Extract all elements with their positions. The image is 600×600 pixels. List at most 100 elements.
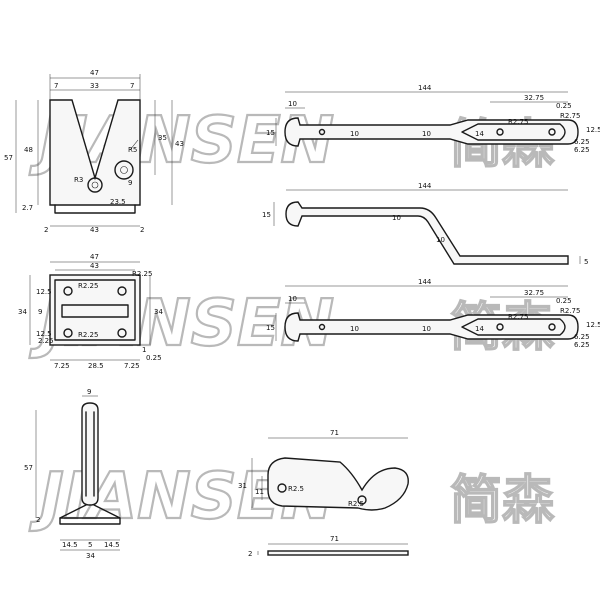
dim-hook-height: 31 bbox=[238, 482, 247, 490]
dim-left-height: 48 bbox=[24, 146, 33, 154]
hook-view: 71 31 11 R2.5 R2.5 bbox=[238, 429, 409, 511]
dim-width-total: 47 bbox=[90, 69, 99, 77]
dim-bar3-tip-w3: 6.25 bbox=[574, 341, 590, 349]
dim-bar1-tip-end: 12.5 bbox=[586, 126, 600, 134]
hinge-slot bbox=[61, 304, 129, 318]
bar-hole bbox=[548, 128, 556, 136]
dim-bar2-bend-dia: 10 bbox=[436, 236, 445, 244]
dim-side-base-thk: 2 bbox=[36, 516, 40, 524]
plate-inner bbox=[54, 279, 136, 341]
dim-side-height: 57 bbox=[24, 464, 33, 472]
bracket-outline bbox=[49, 99, 141, 206]
dim-edge-thk: 2 bbox=[248, 550, 252, 558]
dim-plan-small-step: 2.25 bbox=[38, 337, 54, 345]
bar-body bbox=[284, 117, 579, 147]
dim-side-mid: 5 bbox=[88, 541, 92, 549]
dim-plan-hole-r: R2.25 bbox=[78, 282, 98, 290]
dim-left-margin: 7 bbox=[54, 82, 58, 90]
bar-hole bbox=[548, 323, 556, 331]
dim-bar3-tip-len: 32.75 bbox=[524, 289, 544, 297]
dim-bar3-shaft-dia: 10 bbox=[350, 325, 359, 333]
dim-offset: 23.5 bbox=[110, 198, 126, 206]
dim-plan-right-edge: 7.25 bbox=[124, 362, 140, 370]
dim-plan-right: 34 bbox=[154, 308, 163, 316]
hole-tl bbox=[63, 286, 73, 296]
bracket-base bbox=[54, 204, 136, 214]
bar-hole bbox=[318, 323, 326, 331]
dim-plan-corner-r: R2.25 bbox=[132, 270, 152, 278]
dim-bar3-slot-r: R2.75 bbox=[508, 313, 528, 321]
dim-bar1-tip-r: R2.75 bbox=[560, 112, 580, 120]
dim-bar3-tip-end: 12.5 bbox=[586, 321, 600, 329]
hole-bl bbox=[63, 328, 73, 338]
dim-bar2-length: 144 bbox=[418, 182, 432, 190]
dim-bar1-shaft-dia2: 10 bbox=[422, 130, 431, 138]
dim-bottom-left: 2 bbox=[44, 226, 48, 234]
dim-hole-r1: R3 bbox=[74, 176, 83, 184]
dim-bar3-tip-w: 14 bbox=[475, 325, 484, 333]
bent-bar-body bbox=[285, 201, 569, 265]
plate-outline bbox=[49, 274, 141, 346]
dim-base-thk: 2.7 bbox=[22, 204, 33, 212]
dim-base-width: 43 bbox=[90, 226, 99, 234]
dim-plan-vert-mid: 9 bbox=[38, 308, 42, 316]
dim-bar1-tip-small: 0.25 bbox=[556, 102, 572, 110]
bar-body bbox=[284, 312, 579, 342]
dim-plan-tiny-a: 1 bbox=[142, 346, 146, 354]
bar-middle-view: 144 15 10 10 5 bbox=[262, 182, 588, 266]
dim-plan-vert-top: 12.5 bbox=[36, 288, 52, 296]
dim-side-right-flange: 14.5 bbox=[104, 541, 120, 549]
dim-inner-width: 33 bbox=[90, 82, 99, 90]
dim-bar2-shaft-dia: 10 bbox=[392, 214, 401, 222]
dim-small-val: 9 bbox=[128, 179, 132, 187]
dim-bar1-tip-w3: 6.25 bbox=[574, 146, 590, 154]
dim-hook-length: 71 bbox=[330, 429, 339, 437]
plan-view: 47 43 R2.25 R2.25 12.5 9 12.5 34 34 R2.2… bbox=[18, 253, 163, 370]
dim-plan-tiny-b: 0.25 bbox=[146, 354, 162, 362]
dim-bar2-head-dia: 15 bbox=[262, 211, 271, 219]
side-feet bbox=[59, 504, 121, 519]
dim-side-left-flange: 14.5 bbox=[62, 541, 78, 549]
front-view: 47 33 7 7 35 43 48 57 R3 R5 9 23.5 2.7 2… bbox=[4, 69, 184, 234]
dim-bar3-tip-w2: 6.25 bbox=[574, 333, 590, 341]
dim-bar2-end-thk: 5 bbox=[584, 258, 588, 266]
side-view: 9 57 2 14.5 5 14.5 34 bbox=[24, 388, 121, 560]
hook-edge-view: 71 2 bbox=[248, 535, 409, 558]
dim-bar3-tip-small: 0.25 bbox=[556, 297, 572, 305]
dim-plan-width: 47 bbox=[90, 253, 99, 261]
dim-right-height: 43 bbox=[175, 140, 184, 148]
dim-hook-hole-r1: R2.5 bbox=[288, 485, 304, 493]
hook-edge-bar bbox=[267, 550, 409, 556]
hole-center bbox=[91, 181, 99, 189]
dim-hook-inner: 11 bbox=[255, 488, 264, 496]
dim-plan-corner-r2: R2.25 bbox=[78, 331, 98, 339]
dim-bar3-length: 144 bbox=[418, 278, 432, 286]
bar-bottom-view: 144 10 15 10 10 32.75 14 R2.75 0.25 R2.7… bbox=[266, 278, 600, 349]
watermark-chinese: 简森 bbox=[450, 471, 555, 531]
dim-right-margin: 7 bbox=[130, 82, 134, 90]
dim-bottom-right: 2 bbox=[140, 226, 144, 234]
hook-hole bbox=[357, 495, 367, 505]
bar-hole bbox=[496, 128, 504, 136]
dim-bar1-length: 144 bbox=[418, 84, 432, 92]
bar-hole bbox=[496, 323, 504, 331]
dim-bar1-tip-w: 14 bbox=[475, 130, 484, 138]
dim-bar3-head-dia: 15 bbox=[266, 324, 275, 332]
hole-side bbox=[114, 160, 134, 180]
dim-bar3-shaft-dia2: 10 bbox=[422, 325, 431, 333]
dim-plan-left-edge: 7.25 bbox=[54, 362, 70, 370]
hook-hole bbox=[277, 483, 287, 493]
hole-tr bbox=[117, 286, 127, 296]
bar-top-view: 144 10 15 10 10 32.75 14 R2.75 0.25 R2.7… bbox=[266, 84, 600, 154]
hole-side-center bbox=[120, 166, 128, 174]
dim-bar3-tip-r: R2.75 bbox=[560, 307, 580, 315]
side-loop-inner bbox=[85, 411, 95, 497]
dim-bar3-head-h: 10 bbox=[288, 295, 297, 303]
dim-plan-inner: 43 bbox=[90, 262, 99, 270]
dim-bar1-shaft-dia: 10 bbox=[350, 130, 359, 138]
dim-slot-depth: 35 bbox=[158, 134, 167, 142]
hole-br bbox=[117, 328, 127, 338]
bar-tip-slot bbox=[461, 318, 566, 336]
hook-outline bbox=[267, 457, 409, 511]
